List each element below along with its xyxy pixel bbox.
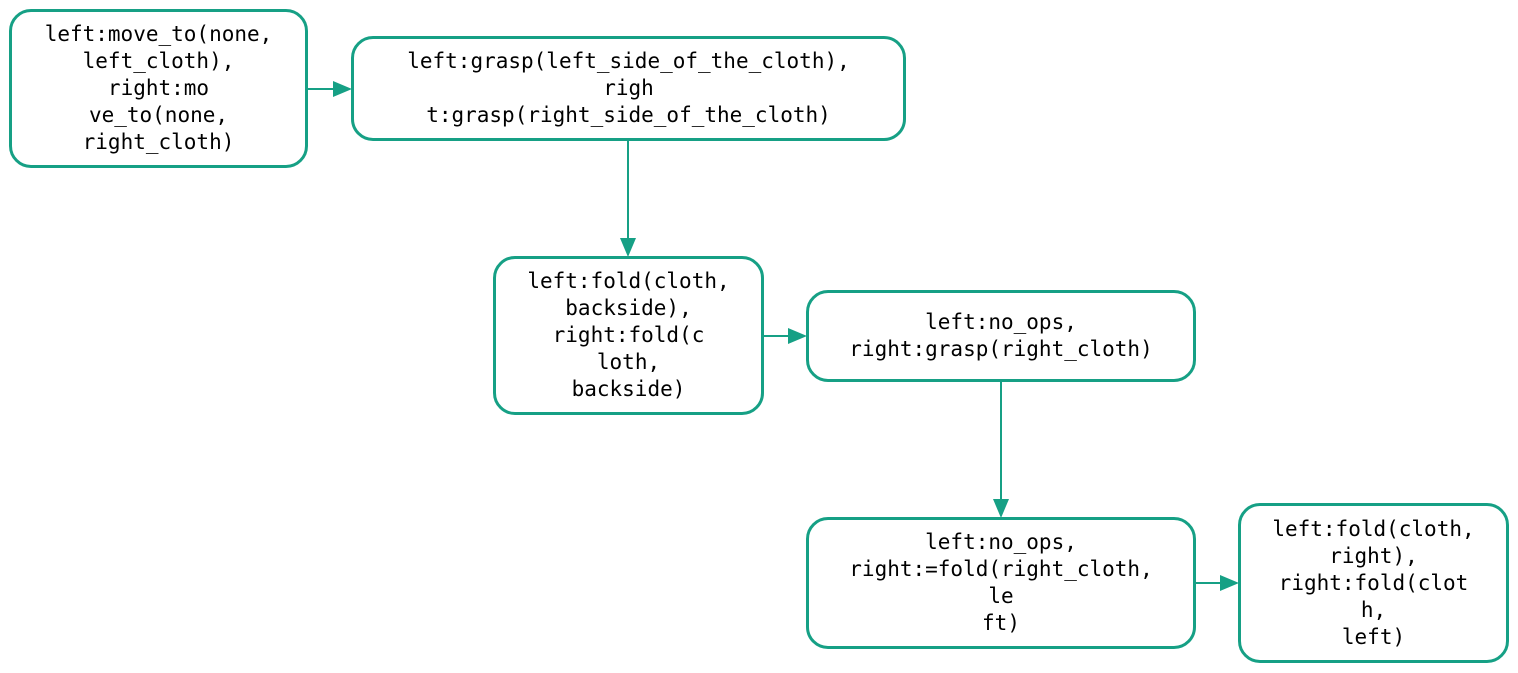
- node-text-line: right:fold(clot: [1278, 570, 1469, 595]
- node-text-line: h,: [1360, 597, 1387, 622]
- node-text-line: left): [1341, 624, 1406, 649]
- arrowhead: [1220, 575, 1239, 591]
- node-text-line: right_cloth): [82, 130, 235, 154]
- node-text-line: backside): [571, 377, 686, 401]
- node-fold-right-cloth: left:no_ops, right:=fold(right_cloth, le…: [806, 517, 1196, 649]
- node-move-to: left:move_to(none, left_cloth), right:mo…: [9, 9, 308, 168]
- arrowhead: [620, 238, 636, 257]
- node-grasp-right-cloth: left:no_ops, right:grasp(right_cloth): [806, 290, 1196, 382]
- node-fold-backside: left:fold(cloth, backside), right:fold(c…: [493, 256, 764, 415]
- node-text-line: backside),: [565, 296, 692, 320]
- node-text-line: right),: [1329, 543, 1418, 568]
- node-text-line: right:fold(c: [552, 323, 705, 347]
- node-text-line: left:no_ops,: [925, 530, 1077, 554]
- node-text-line: t:grasp(right_side_of_the_cloth): [426, 103, 831, 127]
- edge-n4-to-n5: [993, 382, 1009, 518]
- node-text-line: ft): [982, 611, 1020, 635]
- edge-n2-to-n3: [620, 141, 636, 257]
- edge-n1-to-n2: [308, 81, 352, 97]
- node-text-line: right:grasp(right_cloth): [849, 337, 1153, 361]
- arrowhead: [993, 499, 1009, 518]
- node-text-line: left_cloth),: [82, 49, 235, 73]
- node-text-line: loth,: [596, 350, 661, 374]
- node-text-line: right:mo: [107, 76, 210, 100]
- node-text-line: left:grasp(left_side_of_the_cloth),: [407, 49, 850, 73]
- node-grasp-sides: left:grasp(left_side_of_the_cloth), righ…: [351, 36, 906, 141]
- node-text-line: ve_to(none,: [88, 103, 229, 127]
- edge-n3-to-n4: [764, 328, 807, 344]
- arrowhead: [788, 328, 807, 344]
- node-text-line: le: [988, 584, 1014, 608]
- node-text-line: left:fold(cloth,: [527, 269, 730, 293]
- node-fold-right-left: left:fold(cloth, right), right:fold(clot…: [1238, 503, 1509, 663]
- arrowhead: [333, 81, 352, 97]
- node-text-line: left:fold(cloth,: [1272, 516, 1475, 541]
- node-text-line: right:=fold(right_cloth,: [849, 557, 1153, 581]
- node-text-line: righ: [603, 76, 654, 100]
- edge-n5-to-n6: [1196, 575, 1239, 591]
- node-text-line: left:move_to(none,: [44, 22, 273, 46]
- node-text-line: left:no_ops,: [925, 310, 1077, 334]
